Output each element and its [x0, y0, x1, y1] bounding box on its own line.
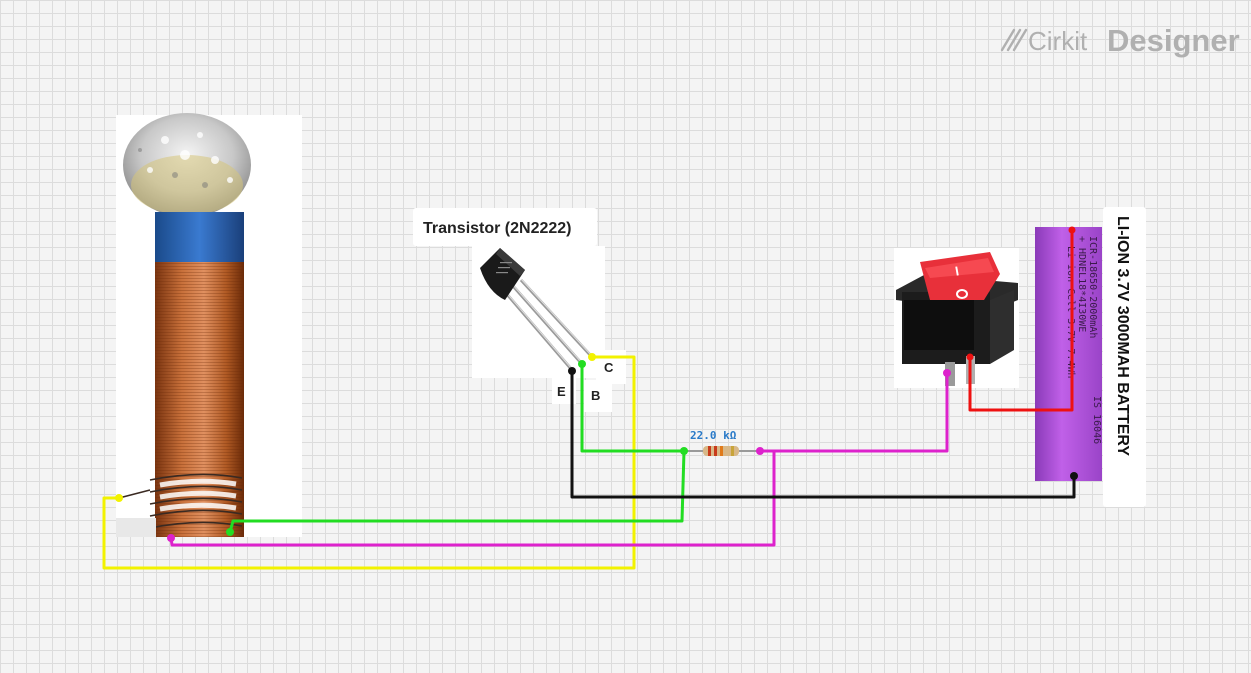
watermark-product: Designer	[1107, 23, 1240, 58]
wire-green-base[interactable]	[580, 362, 686, 453]
resistor-component[interactable]: 22.0 kΩ	[684, 429, 760, 456]
wire-red[interactable]	[968, 228, 1074, 412]
switch-on-symbol: I	[954, 263, 960, 278]
pin-c-label: C	[604, 360, 614, 375]
wire-magenta-coil[interactable]	[169, 449, 776, 547]
transistor-label: Transistor (2N2222)	[423, 220, 572, 237]
cirkit-designer-watermark: Cirkit Designer	[1000, 23, 1240, 58]
transistor-legs	[503, 278, 594, 371]
transistor-label-box	[413, 208, 597, 246]
resistor-label: 22.0 kΩ	[690, 429, 737, 442]
wires	[102, 228, 1076, 570]
pin-e-label: E	[557, 384, 566, 399]
battery-print-line4: IS 16046	[1091, 396, 1102, 444]
battery-label-box	[1103, 207, 1146, 507]
pin-b-label: B	[591, 388, 600, 403]
pin-b-label-box	[584, 380, 612, 412]
watermark-brand: Cirkit	[1028, 26, 1088, 56]
liion-battery-component[interactable]: ICR-18650-2000mAh + HDNEL18*4I30WE Li-io…	[1035, 207, 1146, 507]
wire-black[interactable]	[570, 369, 1076, 499]
switch-off-symbol	[956, 289, 968, 299]
wire-endpoints	[115, 226, 1078, 542]
wire-yellow[interactable]	[102, 355, 636, 570]
rocker-switch-component[interactable]: I	[894, 248, 1019, 388]
wire-magenta-switch[interactable]	[758, 371, 949, 453]
tesla-coil-component[interactable]	[116, 113, 302, 537]
battery-print-line2: + HDNEL18*4I30WE	[1076, 236, 1087, 332]
battery-print-line1: ICR-18650-2000mAh	[1087, 236, 1098, 338]
wire-green-coil[interactable]	[228, 449, 686, 534]
transistor-2n2222-component[interactable]: Transistor (2N2222) E B C	[413, 208, 626, 412]
blue-insulation-tape	[155, 212, 244, 264]
battery-body	[1035, 227, 1102, 481]
cirkit-logo-icon	[1000, 28, 1028, 52]
battery-label: LI-ION 3.7V 3000MAH BATTERY	[1114, 216, 1131, 456]
